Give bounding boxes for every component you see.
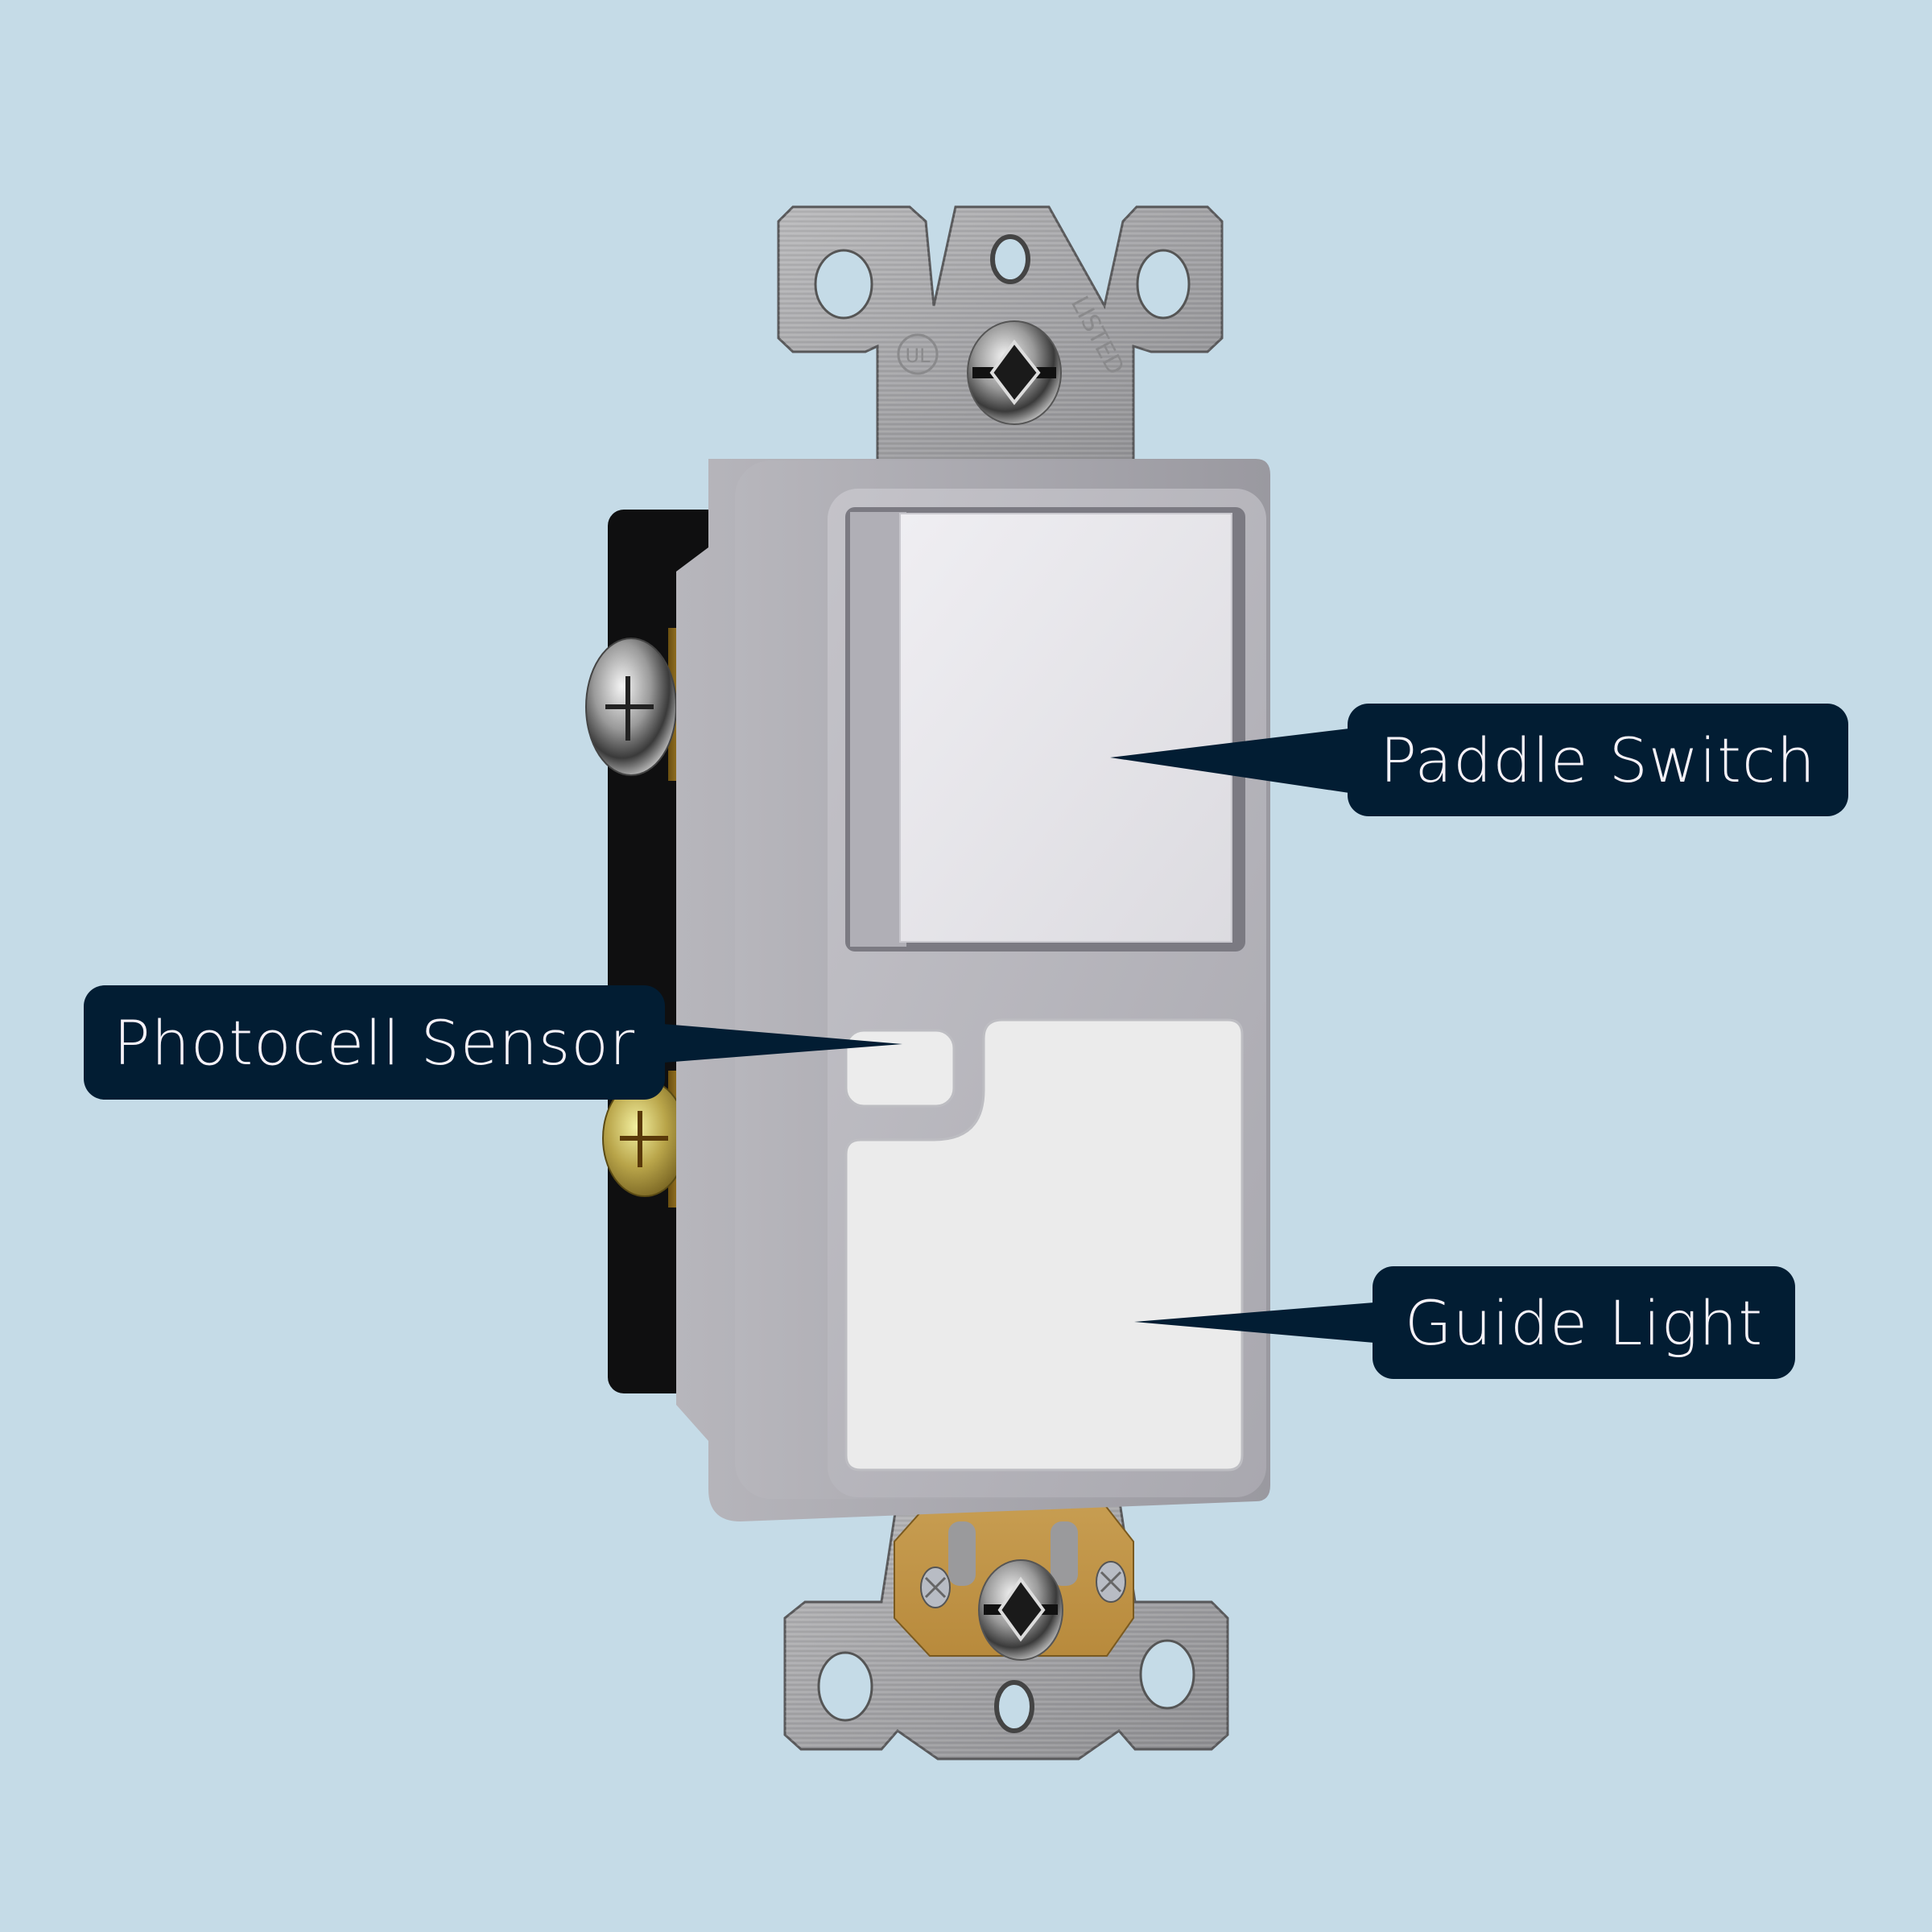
ground-rivet-right-icon (1096, 1561, 1126, 1603)
guide-light-panel (844, 1018, 1244, 1472)
paddle-switch-pointer (1110, 729, 1349, 793)
photocell-sensor-pointer (663, 1024, 902, 1063)
strap-hole-right (1136, 249, 1191, 320)
top-mounting-strap: UL LISTED (777, 205, 1224, 473)
paddle-switch-callout: Paddle Switch (1348, 704, 1848, 816)
top-mounting-screw-icon (967, 320, 1062, 425)
strap-hole-center (990, 234, 1030, 284)
callout-label: Guide Light (1404, 1286, 1764, 1359)
svg-text:UL: UL (906, 345, 931, 367)
callout-label: Photocell Sensor (113, 1006, 636, 1079)
photocell-sensor-callout: Photocell Sensor (84, 985, 665, 1100)
photocell-window (844, 1029, 956, 1108)
callout-label: Paddle Switch (1380, 724, 1816, 796)
ground-rivet-left-icon (920, 1567, 951, 1608)
guide-light-pointer (1134, 1302, 1374, 1343)
guide-light-callout: Guide Light (1373, 1266, 1795, 1379)
bottom-mounting-screw-icon (978, 1559, 1063, 1661)
ul-logo-icon: UL (897, 333, 939, 375)
strap-hole-center (994, 1680, 1034, 1733)
strap-hole-left (814, 249, 873, 320)
paddle-switch[interactable] (850, 512, 1232, 947)
strap-hole-right (1139, 1639, 1195, 1710)
strap-hole-left (817, 1651, 873, 1722)
bottom-mounting-strap (783, 1496, 1229, 1761)
